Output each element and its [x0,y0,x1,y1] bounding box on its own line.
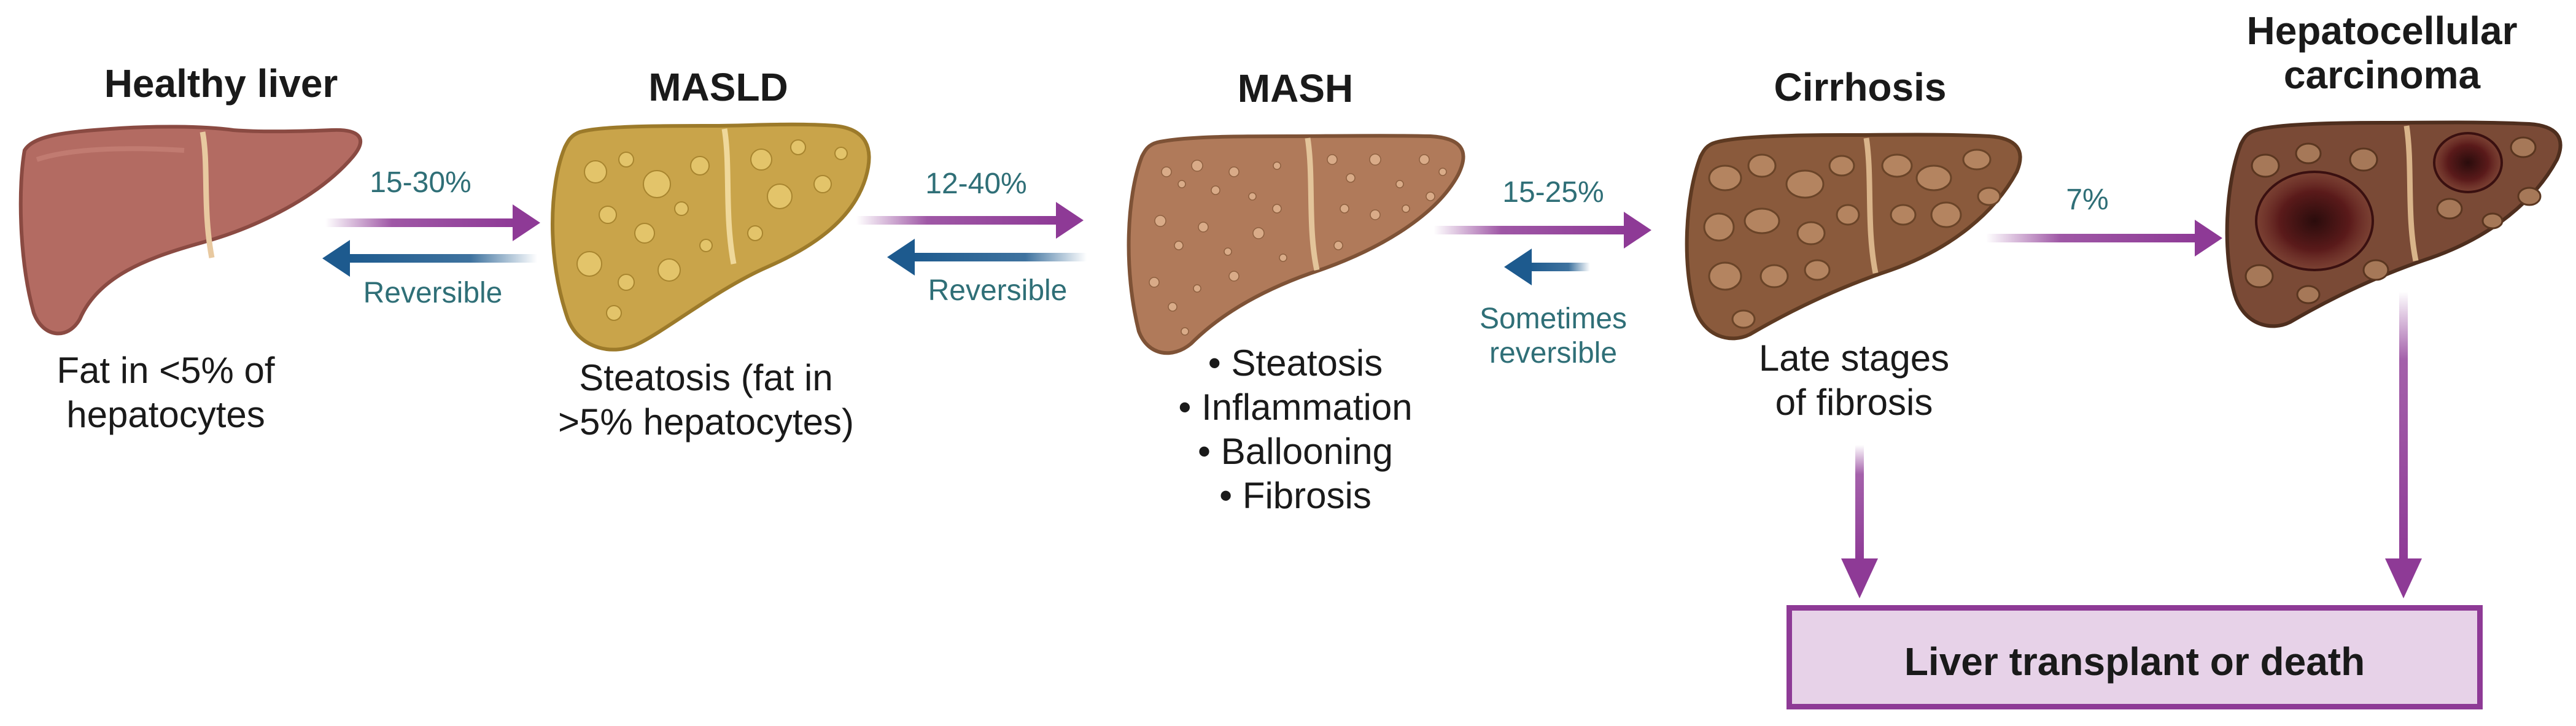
transition-3-percent: 15-25% [1502,176,1604,209]
mash-bullet: • Ballooning [1198,431,1393,472]
transition-2-reversible: Reversible [928,274,1068,307]
stage-title-masld: MASLD [648,65,788,109]
forward-arrow-4 [1986,220,2222,257]
back-arrow-3 [1504,249,1590,285]
mash-bullet-text: Fibrosis [1242,475,1371,516]
stage-title-cirrhosis: Cirrhosis [1774,65,1947,109]
mash-bullet: • Fibrosis [1219,475,1371,516]
stage-title-hcc-line-1: Hepatocellular [2246,9,2518,53]
cirrhosis-liver-illustration [1685,133,2022,341]
mash-bullet: • Inflammation [1178,387,1413,428]
description-line: of fibrosis [1775,382,1933,423]
transition-3-sometimes-reversible: Sometimes reversible [1455,302,1651,371]
transition-1-percent: 15-30% [370,166,471,199]
outcome-box: Liver transplant or death [1787,605,2483,709]
stage-title-mash: MASH [1237,66,1354,110]
stage-description-healthy-liver: Fat in <5% of hepatocytes [25,349,307,437]
transition-1-reversible: Reversible [363,277,503,309]
mash-bullet: • Steatosis [1208,342,1383,384]
description-line: Steatosis (fat in [579,357,833,398]
transition-3-back-line: reversible [1489,337,1618,369]
stage-description-masld: Steatosis (fat in >5% hepatocytes) [540,356,872,444]
masld-liver-illustration [551,122,871,352]
stage-title-healthy-liver: Healthy liver [104,61,338,106]
description-line: Late stages [1758,338,1950,379]
cirrhosis-to-outcome-arrow [1841,445,1878,598]
stage-description-cirrhosis: Late stages of fibrosis [1719,336,1989,425]
transition-3-back-line: Sometimes [1479,303,1627,335]
forward-arrow-2 [856,202,1084,239]
hcc-liver-illustration [2225,120,2562,328]
description-line: hepatocytes [66,394,265,435]
outcome-label: Liver transplant or death [1904,639,2365,684]
forward-arrow-3 [1433,212,1651,249]
back-arrow-1 [322,240,537,277]
mash-liver-illustration [1127,134,1465,355]
transition-2-percent: 12-40% [925,168,1027,200]
stage-bullets-mash: • Steatosis • Inflammation • Ballooning … [1142,341,1449,518]
mash-bullet-text: Steatosis [1231,342,1383,384]
transition-4-percent: 7% [2066,183,2109,216]
mash-bullet-text: Ballooning [1220,431,1393,472]
description-line: >5% hepatocytes) [558,401,854,442]
healthy-liver-illustration [18,125,362,336]
stage-title-hcc-line-2: carcinoma [2283,53,2481,97]
hcc-to-outcome-arrow [2385,292,2422,598]
mash-bullet-text: Inflammation [1201,387,1413,428]
description-line: Fat in <5% of [56,350,275,391]
stage-title-hcc: Hepatocellular carcinoma [2210,9,2554,97]
back-arrow-2 [887,239,1087,276]
forward-arrow-1 [325,204,540,241]
